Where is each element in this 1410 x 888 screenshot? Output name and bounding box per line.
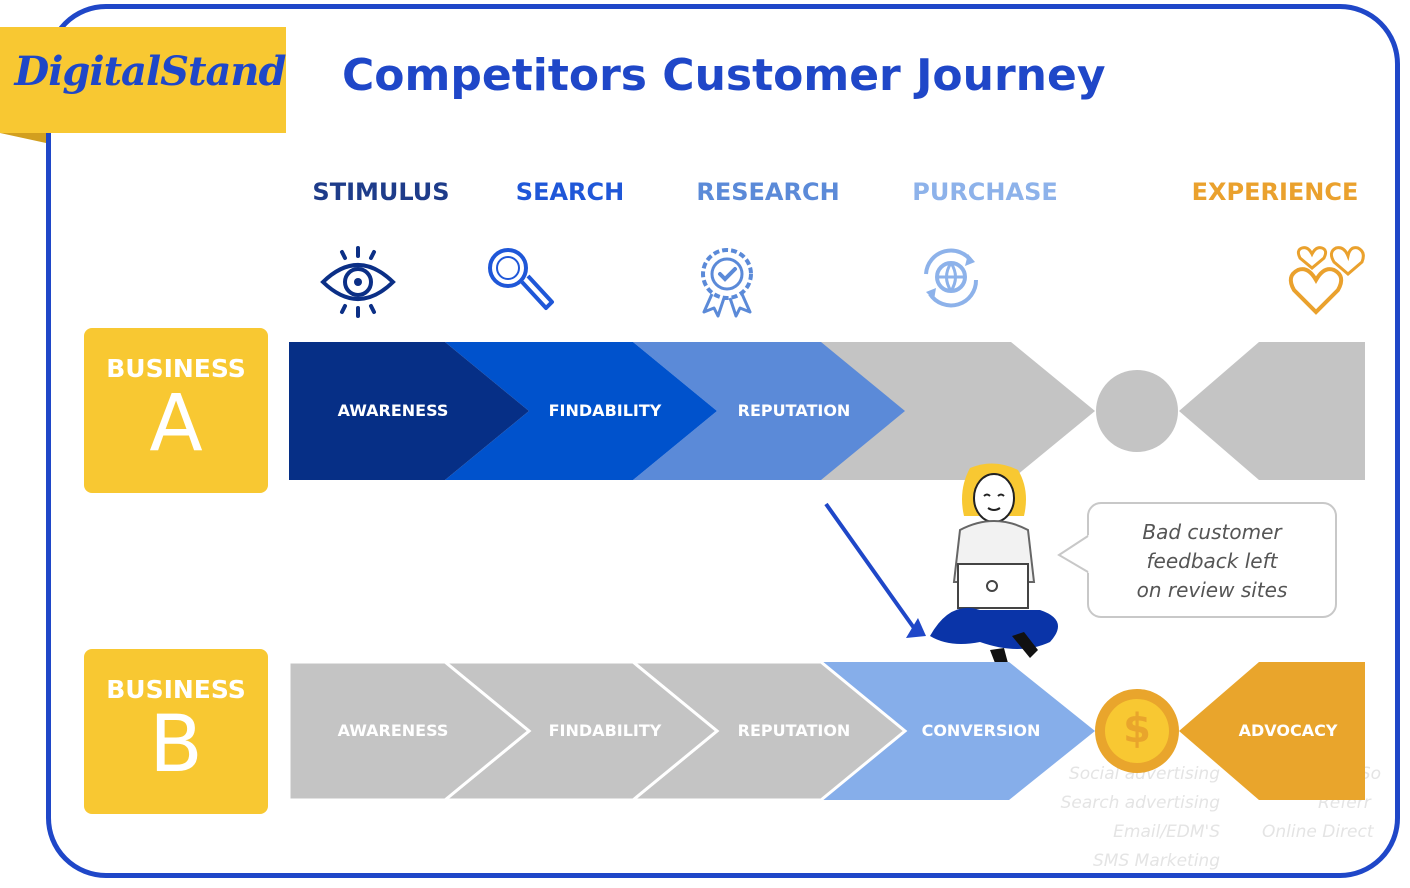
a-awareness-label: AWARENESS — [337, 401, 449, 420]
speech-bubble — [1087, 502, 1337, 618]
hearts-icon — [1288, 246, 1365, 315]
business-b-letter: B — [149, 700, 203, 790]
a-reputation-label: REPUTATION — [737, 401, 851, 420]
b-findability-label: FINDABILITY — [548, 721, 662, 740]
b-awareness-label: AWARENESS — [337, 721, 449, 740]
b-step-awareness — [289, 662, 532, 802]
business-b-journey — [289, 662, 1365, 802]
business-a-card: BUSINESS A — [84, 328, 268, 493]
b-reputation-label: REPUTATION — [737, 721, 851, 740]
faded-item: Online Direct — [1262, 822, 1374, 842]
logo-banner — [0, 27, 286, 133]
magnifier-icon — [488, 248, 554, 310]
stage-purchase: PURCHASE — [912, 178, 1058, 206]
bubble-line-3: on review sites — [1136, 578, 1288, 602]
a-findability-label: FINDABILITY — [548, 401, 662, 420]
logo: DigitalStand — [14, 48, 287, 95]
a-step-conversion-empty — [819, 342, 1095, 480]
a-coin-empty — [1096, 370, 1178, 452]
faded-channel-list-left: Social advertising Search advertising Em… — [1040, 760, 1220, 876]
page-title: Competitors Customer Journey — [342, 50, 1106, 101]
dollar-coin-icon: $ — [1123, 706, 1151, 752]
b-conversion-label: CONVERSION — [921, 721, 1041, 740]
faded-item: Social advertising — [1068, 764, 1220, 784]
a-step-awareness — [289, 342, 529, 480]
bubble-text: Bad customer feedback left on review sit… — [1092, 518, 1332, 605]
stage-search: SEARCH — [515, 178, 625, 206]
business-a-journey — [289, 342, 1365, 480]
arrow-a-to-b — [824, 502, 926, 638]
b-step-conversion — [821, 662, 1095, 800]
globe-cycle-icon — [924, 248, 979, 308]
business-b-label: BUSINESS — [106, 675, 246, 704]
a-step-reputation — [633, 342, 905, 480]
faded-item: Email/EDM'S — [1113, 822, 1220, 842]
business-a-letter: A — [149, 379, 203, 469]
business-b-card: BUSINESS B — [84, 649, 268, 814]
stage-experience: EXPERIENCE — [1191, 178, 1359, 206]
stage-research: RESEARCH — [696, 178, 840, 206]
business-a-label: BUSINESS — [106, 354, 246, 383]
eye-icon — [320, 246, 396, 318]
b-step-advocacy — [1179, 662, 1365, 800]
faded-item: Search advertising — [1060, 793, 1220, 813]
logo-banner-fold — [0, 133, 46, 143]
b-advocacy-label: ADVOCACY — [1238, 721, 1338, 740]
speech-bubble-tail — [1057, 535, 1089, 573]
stage-stimulus: STIMULUS — [312, 178, 450, 206]
person-laptop-illustration — [930, 463, 1058, 676]
a-step-advocacy-empty — [1179, 342, 1365, 480]
a-step-findability — [445, 342, 717, 480]
bubble-line-2: feedback left — [1146, 549, 1278, 573]
faded-item: SMS Marketing — [1093, 851, 1220, 871]
badge-check-icon — [701, 248, 753, 318]
bubble-line-1: Bad customer — [1142, 520, 1282, 544]
b-coin-inner — [1105, 699, 1169, 763]
